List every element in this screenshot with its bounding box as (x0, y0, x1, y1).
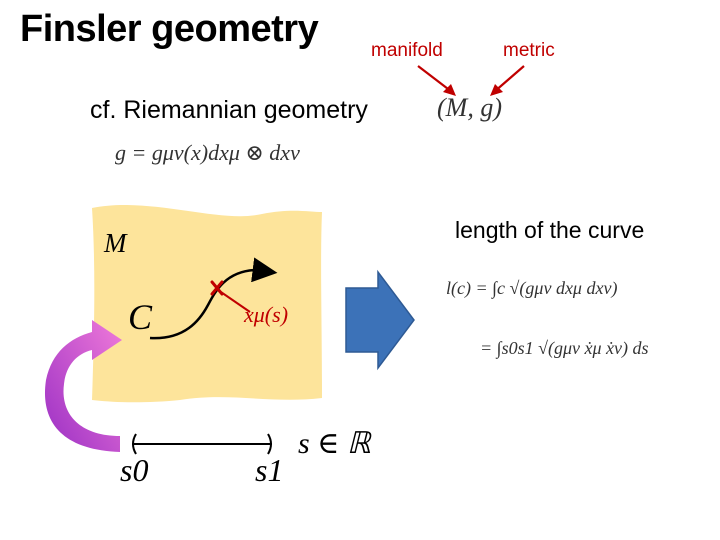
interval-start-bracket (132, 433, 137, 455)
manifold-pointer-arrow (417, 65, 456, 96)
metric-formula: g = gμν(x)dxμ ⊗ dxν (115, 140, 300, 165)
interval-end-label: s1 (255, 452, 284, 488)
manifold-label: manifold (371, 40, 443, 61)
curve-symbol: C (128, 297, 153, 337)
comparison-text: cf. Riemannian geometry (90, 96, 368, 124)
curve-path (149, 257, 278, 340)
length-formula-line-1: l(c) = ∫c √(gμν dxμ dxν) (446, 278, 618, 298)
length-heading: length of the curve (455, 217, 645, 243)
manifold-metric-pair: (M, g) (437, 93, 502, 122)
length-formula-line-2: = ∫s0s1 √(gμν ẋμ ẋν) ds (480, 338, 649, 358)
metric-pointer-arrow (490, 65, 525, 96)
parameter-domain-label: s ∈ ℝ (298, 427, 371, 460)
manifold-shape (92, 204, 322, 403)
embedding-arrow (44, 320, 122, 452)
slide-title: Finsler geometry (20, 8, 319, 50)
point-coordinate-label: xμ(s) (244, 302, 289, 327)
manifold-symbol: M (104, 228, 127, 258)
metric-label: metric (503, 40, 555, 61)
interval-start-label: s0 (120, 452, 149, 488)
interval-end-bracket (267, 433, 272, 455)
point-leader-line (217, 289, 251, 313)
mapping-arrow (345, 269, 415, 371)
